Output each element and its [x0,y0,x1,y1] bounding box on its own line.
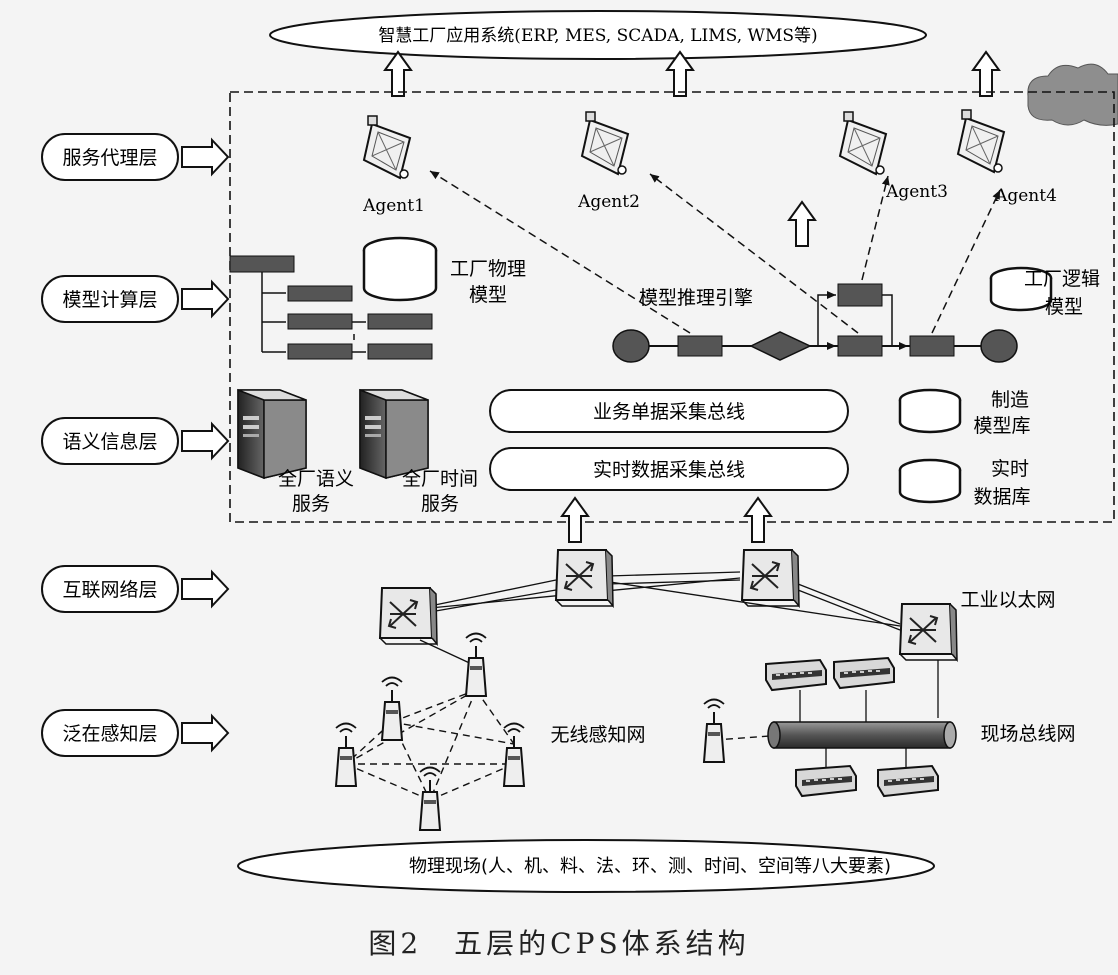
router-icon [379,587,438,645]
agent-label: Agent4 [994,186,1057,206]
physical-site-label: 物理现场(人、机、料、法、环、测、时间、空间等八大要素) [409,856,891,877]
layer-label-model-computing [41,275,179,323]
agent-icon [839,111,887,175]
agent-label: Agent1 [362,196,425,216]
cps-core-container [229,91,1115,523]
time-service-label: 全厂时间 [402,468,478,490]
router-icon [899,603,958,661]
router-icon [555,549,614,607]
layer-label-network [41,565,179,613]
database-icon [898,388,962,434]
layer-label-semantic-info [41,417,179,465]
ethernet-label: 工业以太网 [960,589,1055,611]
antenna-icon [419,766,441,831]
model-tree [229,255,433,360]
antenna-icon [703,698,725,763]
agent-links [429,170,1001,334]
antenna-icon [381,676,403,741]
fieldbus-cylinder [767,721,957,749]
right-arrow [181,569,230,609]
layer-label-service-agent [41,133,179,181]
agent-icon [957,109,1005,173]
layer-label-text: 泛在感知层 [62,723,157,745]
inference-engine-flow [612,283,1018,363]
server-icon [237,389,307,479]
up-arrow [384,51,412,97]
realtime-bus [489,447,849,491]
cloud-icon [1027,63,1118,126]
agent-icon [581,111,629,175]
physical-model-label: 模型 [469,284,507,306]
physical-site-ellipse [237,839,935,893]
switch-icon [765,659,827,691]
realtime-bus-label: 实时数据采集总线 [593,459,745,481]
business-bus [489,389,849,433]
logic-model-label: 模型 [1045,296,1083,318]
layer-labels: 服务代理层 模型计算层 语义信息层 互联网络层 泛在感知层 [41,133,230,757]
right-arrow [181,279,230,319]
realtime-db-label: 数据库 [973,486,1030,508]
up-arrow [972,51,1000,97]
router-icon [741,549,800,607]
right-arrow [181,713,230,753]
database-icon [362,236,438,302]
layer-label-text: 互联网络层 [62,579,157,601]
right-arrow [181,421,230,461]
physical-model-label: 工厂物理 [450,258,526,280]
up-arrow [561,497,589,543]
realtime-db-label: 实时 [991,458,1029,480]
application-system-label: 智慧工厂应用系统(ERP, MES, SCADA, LIMS, WMS等) [378,26,817,46]
database-icon [898,458,962,504]
semantic-service-label: 服务 [292,493,330,515]
business-bus-label: 业务单据采集总线 [593,401,745,423]
switch-icon [795,765,857,797]
agent-icon [363,115,411,179]
time-service-label: 服务 [421,493,459,515]
switch-icon [877,765,939,797]
inference-engine-label: 模型推理引擎 [639,287,753,309]
antenna-icon [465,632,487,697]
semantic-service-label: 全厂语义 [278,468,354,490]
logic-model-label: 工厂逻辑 [1024,268,1100,290]
server-icon [359,389,429,479]
up-arrow [788,201,816,247]
agent-label: Agent2 [577,192,640,212]
figure-caption: 图2 五层的CPS体系结构 [368,927,750,960]
up-arrow [744,497,772,543]
layer-label-text: 语义信息层 [62,431,157,453]
layer-label-text: 模型计算层 [62,289,157,311]
manufacturing-model-db-label: 模型库 [973,415,1030,437]
manufacturing-model-db-label: 制造 [991,389,1029,411]
switch-icon [833,657,895,689]
fieldbus-label: 现场总线网 [980,723,1075,745]
wireless-label: 无线感知网 [550,724,645,746]
antenna-icon [335,722,357,787]
layer-label-sensing [41,709,179,757]
right-arrow [181,137,230,177]
agent-label: Agent3 [885,182,948,202]
application-system-ellipse [269,10,927,60]
layer-label-text: 服务代理层 [62,147,157,169]
